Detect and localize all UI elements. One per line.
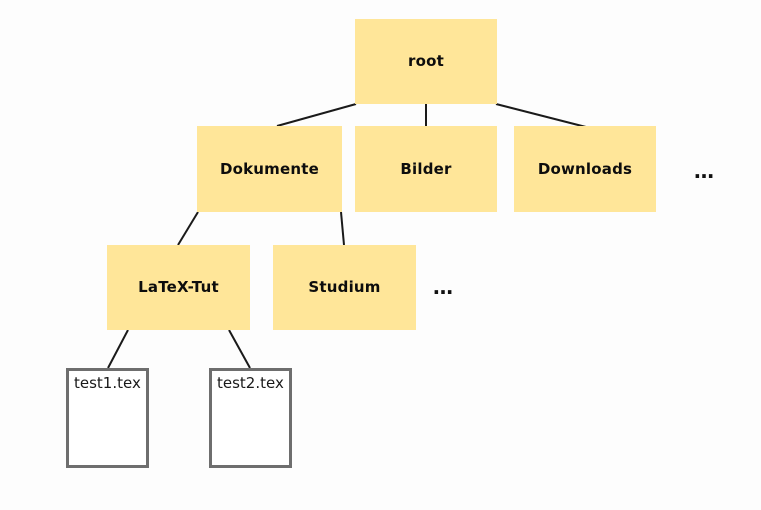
folder-node-root[interactable]: root [355, 19, 497, 104]
ellipsis-row1: … [694, 159, 715, 183]
folder-label-dokumente: Dokumente [219, 159, 320, 178]
folder-label-latex-tut: LaTeX-Tut [138, 278, 219, 296]
folder-node-latex-tut[interactable]: LaTeX-Tut [107, 245, 250, 330]
edge-latex-tut-to-test2 [228, 329, 251, 369]
file-label-test2: test2.tex [217, 374, 284, 392]
file-node-test2[interactable]: test2.tex [209, 368, 292, 468]
folder-node-studium[interactable]: Studium [273, 245, 416, 330]
folder-label-downloads: Downloads [537, 159, 633, 178]
folder-node-dokumente[interactable]: Dokumente [197, 126, 342, 212]
folder-node-bilder[interactable]: Bilder [355, 126, 497, 212]
edges-group [107, 103, 587, 369]
edge-latex-tut-to-test1 [107, 329, 129, 369]
folder-node-downloads[interactable]: Downloads [514, 126, 656, 212]
file-label-test1: test1.tex [74, 374, 141, 392]
edge-root-to-downloads [495, 103, 587, 128]
folder-label-bilder: Bilder [400, 159, 452, 178]
ellipsis-row2: … [433, 275, 454, 299]
edge-dokumente-to-latex-tut [177, 211, 199, 246]
folder-label-root: root [408, 52, 444, 70]
file-node-test1[interactable]: test1.tex [66, 368, 149, 468]
edge-root-to-dokumente [276, 103, 357, 127]
folder-label-studium: Studium [308, 278, 381, 296]
edge-dokumente-to-studium [340, 211, 345, 246]
